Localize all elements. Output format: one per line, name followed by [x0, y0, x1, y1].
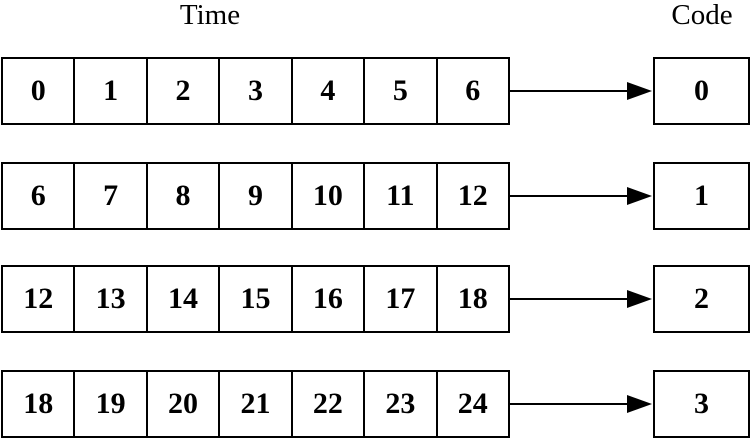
- time-cell: 4: [290, 59, 363, 123]
- time-cell: 5: [363, 59, 435, 123]
- time-cell: 21: [218, 372, 290, 436]
- time-column-label: Time: [179, 0, 241, 31]
- time-cell: 9: [218, 164, 290, 228]
- code-box: 2: [653, 265, 750, 333]
- time-cell: 23: [363, 372, 435, 436]
- time-cell: 13: [73, 267, 145, 331]
- time-cell: 18: [23, 387, 54, 420]
- code-box: 1: [653, 162, 750, 230]
- code-column-label: Code: [671, 0, 733, 31]
- time-cell: 24: [435, 372, 508, 436]
- time-cell: 20: [145, 372, 218, 436]
- time-cell: 17: [363, 267, 435, 331]
- time-cell: 10: [290, 164, 363, 228]
- time-cell: 1: [73, 59, 145, 123]
- time-cell: 6: [30, 179, 46, 212]
- time-cell: 12: [435, 164, 508, 228]
- code-value: 3: [694, 387, 709, 420]
- time-cell: 3: [218, 59, 290, 123]
- code-value: 2: [694, 282, 709, 315]
- time-cell: 8: [145, 164, 218, 228]
- right-arrow-icon: [510, 187, 652, 205]
- code-box: 0: [653, 57, 750, 125]
- time-cell: 22: [290, 372, 363, 436]
- time-cell: 15: [218, 267, 290, 331]
- time-cell: 6: [435, 59, 508, 123]
- time-cell: 7: [73, 164, 145, 228]
- time-cell: 2: [145, 59, 218, 123]
- time-cell: 18: [435, 267, 508, 331]
- right-arrow-icon: [510, 82, 652, 100]
- code-box: 3: [653, 370, 750, 438]
- time-cell: 14: [145, 267, 218, 331]
- time-cell: 16: [290, 267, 363, 331]
- right-arrow-icon: [510, 290, 652, 308]
- time-cell: 11: [363, 164, 435, 228]
- right-arrow-icon: [510, 395, 652, 413]
- time-cell: 12: [23, 282, 54, 315]
- time-cell: 19: [73, 372, 145, 436]
- time-cell: 0: [30, 74, 46, 107]
- code-value: 0: [694, 74, 709, 107]
- code-value: 1: [694, 179, 709, 212]
